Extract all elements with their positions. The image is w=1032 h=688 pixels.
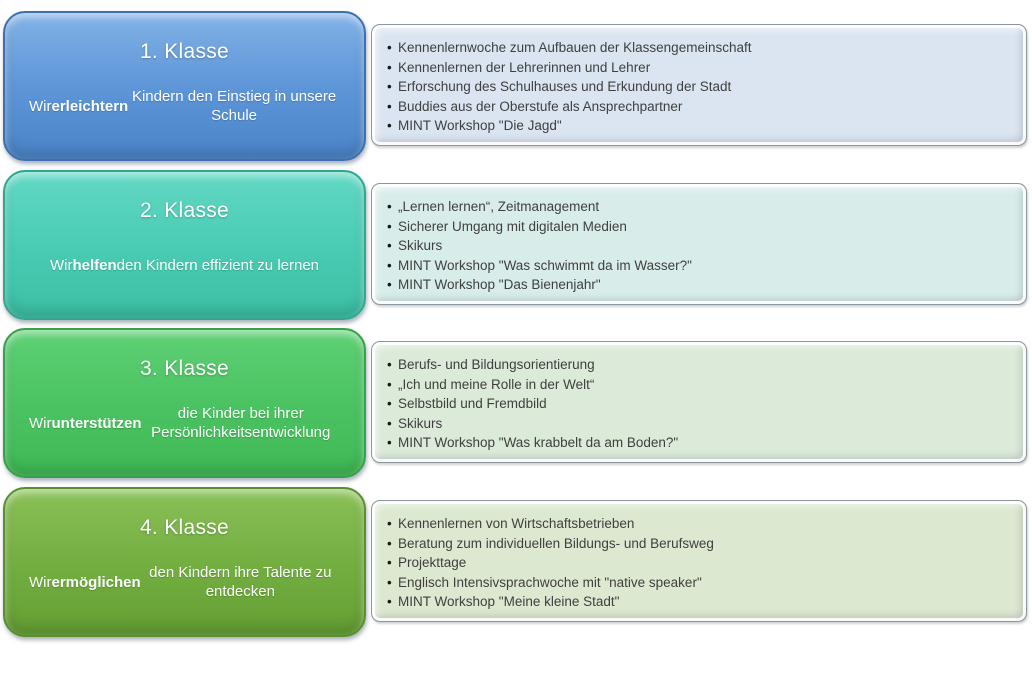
activity-item: „Ich und meine Rolle in der Welt“: [387, 375, 1012, 395]
mission-text-pre: Wir: [29, 414, 52, 432]
activity-item: Skikurs: [387, 236, 1012, 256]
grade-mission: Wir erleichtern Kindern den Einstieg in …: [29, 69, 340, 143]
activity-item: MINT Workshop "Die Jagd": [387, 116, 1012, 136]
mission-keyword: helfen: [72, 256, 117, 274]
activity-item: Projekttage: [387, 553, 1012, 573]
grade-block-1: 1. Klasse Wir erleichtern Kindern den Ei…: [0, 11, 1032, 161]
mission-keyword: erleichtern: [51, 97, 129, 115]
activity-item: Sicherer Umgang mit digitalen Medien: [387, 217, 1012, 237]
activities-panel-1: Kennenlernwoche zum Aufbauen der Klassen…: [371, 24, 1027, 146]
grade-block-2: 2. Klasse Wir helfen den Kindern effizie…: [0, 170, 1032, 320]
grade-title: 1. Klasse: [139, 40, 230, 63]
activity-item: MINT Workshop "Das Bienenjahr": [387, 275, 1012, 295]
mission-text-pre: Wir: [29, 573, 52, 591]
activity-item: MINT Workshop "Was schwimmt da im Wasser…: [387, 256, 1012, 276]
activity-item: „Lernen lernen“, Zeitmanagement: [387, 197, 1012, 217]
mission-text-pre: Wir: [49, 256, 73, 274]
mission-keyword: ermöglichen: [51, 573, 141, 591]
grade-block-4: 4. Klasse Wir ermöglichen den Kindern ih…: [0, 487, 1032, 637]
grade-box-3: 3. Klasse Wir unterstützen die Kinder be…: [3, 328, 366, 478]
activities-panel-2: „Lernen lernen“, Zeitmanagement Sicherer…: [371, 183, 1027, 305]
mission-text-post: Kindern den Einstieg in unsere Schule: [131, 88, 337, 124]
grade-title: 2. Klasse: [139, 199, 230, 222]
activity-item: MINT Workshop "Meine kleine Stadt": [387, 592, 1012, 612]
activities-list: Kennenlernen von Wirtschaftsbetrieben Be…: [372, 501, 1026, 612]
activities-panel-3: Berufs- und Bildungsorientierung „Ich un…: [371, 341, 1027, 463]
activities-list: Berufs- und Bildungsorientierung „Ich un…: [372, 342, 1026, 453]
activity-item: Kennenlernen von Wirtschaftsbetrieben: [387, 514, 1012, 534]
activity-item: Kennenlernen der Lehrerinnen und Lehrer: [387, 58, 1012, 78]
activity-item: Englisch Intensivsprachwoche mit "native…: [387, 573, 1012, 593]
activity-item: Beratung zum individuellen Bildungs- und…: [387, 534, 1012, 554]
mission-text-post: die Kinder bei ihrer Persönlichkeitsentw…: [151, 405, 331, 441]
grade-title: 4. Klasse: [139, 516, 230, 539]
grade-mission: Wir unterstützen die Kinder bei ihrer Pe…: [29, 386, 340, 460]
grade-box-4: 4. Klasse Wir ermöglichen den Kindern ih…: [3, 487, 366, 637]
grade-box-2: 2. Klasse Wir helfen den Kindern effizie…: [3, 170, 366, 320]
activity-item: MINT Workshop "Was krabbelt da am Boden?…: [387, 433, 1012, 453]
activities-list: Kennenlernwoche zum Aufbauen der Klassen…: [372, 25, 1026, 136]
activity-item: Selbstbild und Fremdbild: [387, 394, 1012, 414]
activities-list: „Lernen lernen“, Zeitmanagement Sicherer…: [372, 184, 1026, 295]
activity-item: Berufs- und Bildungsorientierung: [387, 355, 1012, 375]
mission-keyword: unterstützen: [51, 414, 142, 432]
activity-item: Kennenlernwoche zum Aufbauen der Klassen…: [387, 38, 1012, 58]
grade-box-1: 1. Klasse Wir erleichtern Kindern den Ei…: [3, 11, 366, 161]
activity-item: Erforschung des Schulhauses und Erkundun…: [387, 77, 1012, 97]
grade-mission: Wir ermöglichen den Kindern ihre Talente…: [29, 545, 340, 619]
mission-text-post: den Kindern effizient zu lernen: [116, 256, 320, 274]
grade-mission: Wir helfen den Kindern effizient zu lern…: [50, 228, 319, 302]
grade-title: 3. Klasse: [139, 357, 230, 380]
mission-text-pre: Wir: [29, 97, 52, 115]
grade-block-3: 3. Klasse Wir unterstützen die Kinder be…: [0, 328, 1032, 478]
activities-panel-4: Kennenlernen von Wirtschaftsbetrieben Be…: [371, 500, 1027, 622]
activity-item: Skikurs: [387, 414, 1012, 434]
activity-item: Buddies aus der Oberstufe als Ansprechpa…: [387, 97, 1012, 117]
mission-text-post: den Kindern ihre Talente zu entdecken: [149, 564, 332, 600]
